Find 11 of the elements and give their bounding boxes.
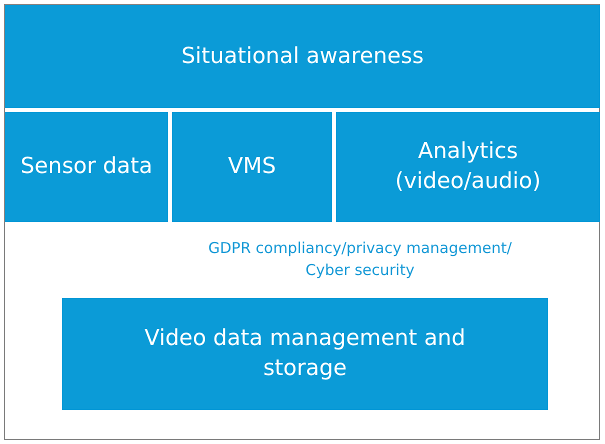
- layer-box: [62, 298, 548, 410]
- layer-box: [5, 5, 600, 108]
- box-label: Sensor data: [20, 153, 152, 182]
- box-label: Analytics (video/audio): [394, 138, 542, 196]
- layer-box: [5, 112, 168, 222]
- layer-box: [172, 112, 332, 222]
- box-label: VMS: [228, 153, 276, 182]
- layer-box: [336, 112, 600, 222]
- box-label: Situational awareness: [181, 42, 424, 71]
- box-label: Video data management and storage: [144, 325, 466, 383]
- note-text: GDPR compliancy/privacy management/ Cyber security: [207, 238, 513, 281]
